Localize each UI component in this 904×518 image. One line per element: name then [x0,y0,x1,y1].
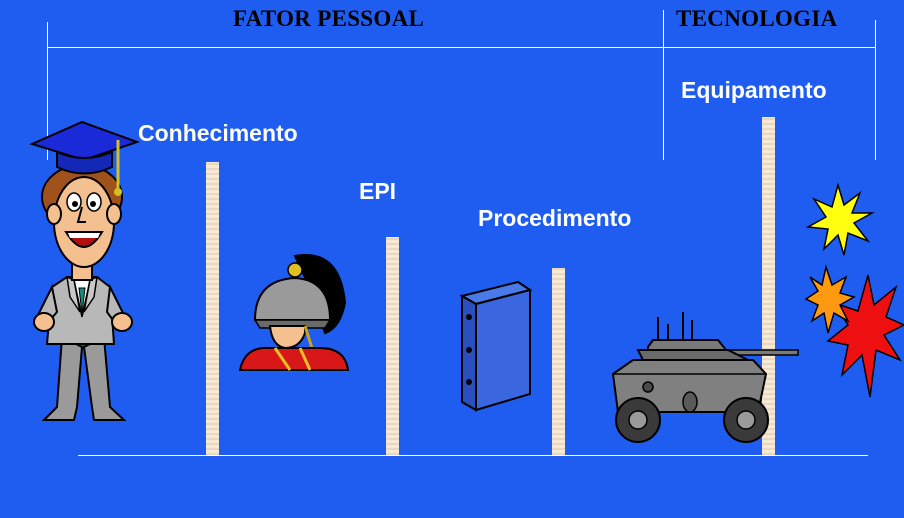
label-equipamento: Equipamento [681,77,827,103]
barrier-bar-epi [386,237,399,455]
binder-icon [459,280,533,412]
barrier-bar-equipamento [762,117,775,455]
barrier-bar-conhecimento [206,162,219,455]
baseline [78,455,868,456]
helmet-soldier-icon [238,254,350,371]
bracket-divider-tick [663,10,664,160]
explosion-icon [804,182,904,398]
bracket-left-tick [47,22,48,160]
label-epi: EPI [359,178,397,204]
header-bracket-line [47,47,875,48]
armored-vehicle-icon [611,312,799,443]
graduate-man-icon [29,120,141,421]
header-fator-pessoal: FATOR PESSOAL [233,6,425,31]
bracket-right-tick [875,20,876,160]
label-procedimento: Procedimento [478,205,632,231]
header-tecnologia: TECNOLOGIA [676,6,838,31]
barrier-bar-procedimento [552,268,565,455]
label-conhecimento: Conhecimento [138,120,298,146]
